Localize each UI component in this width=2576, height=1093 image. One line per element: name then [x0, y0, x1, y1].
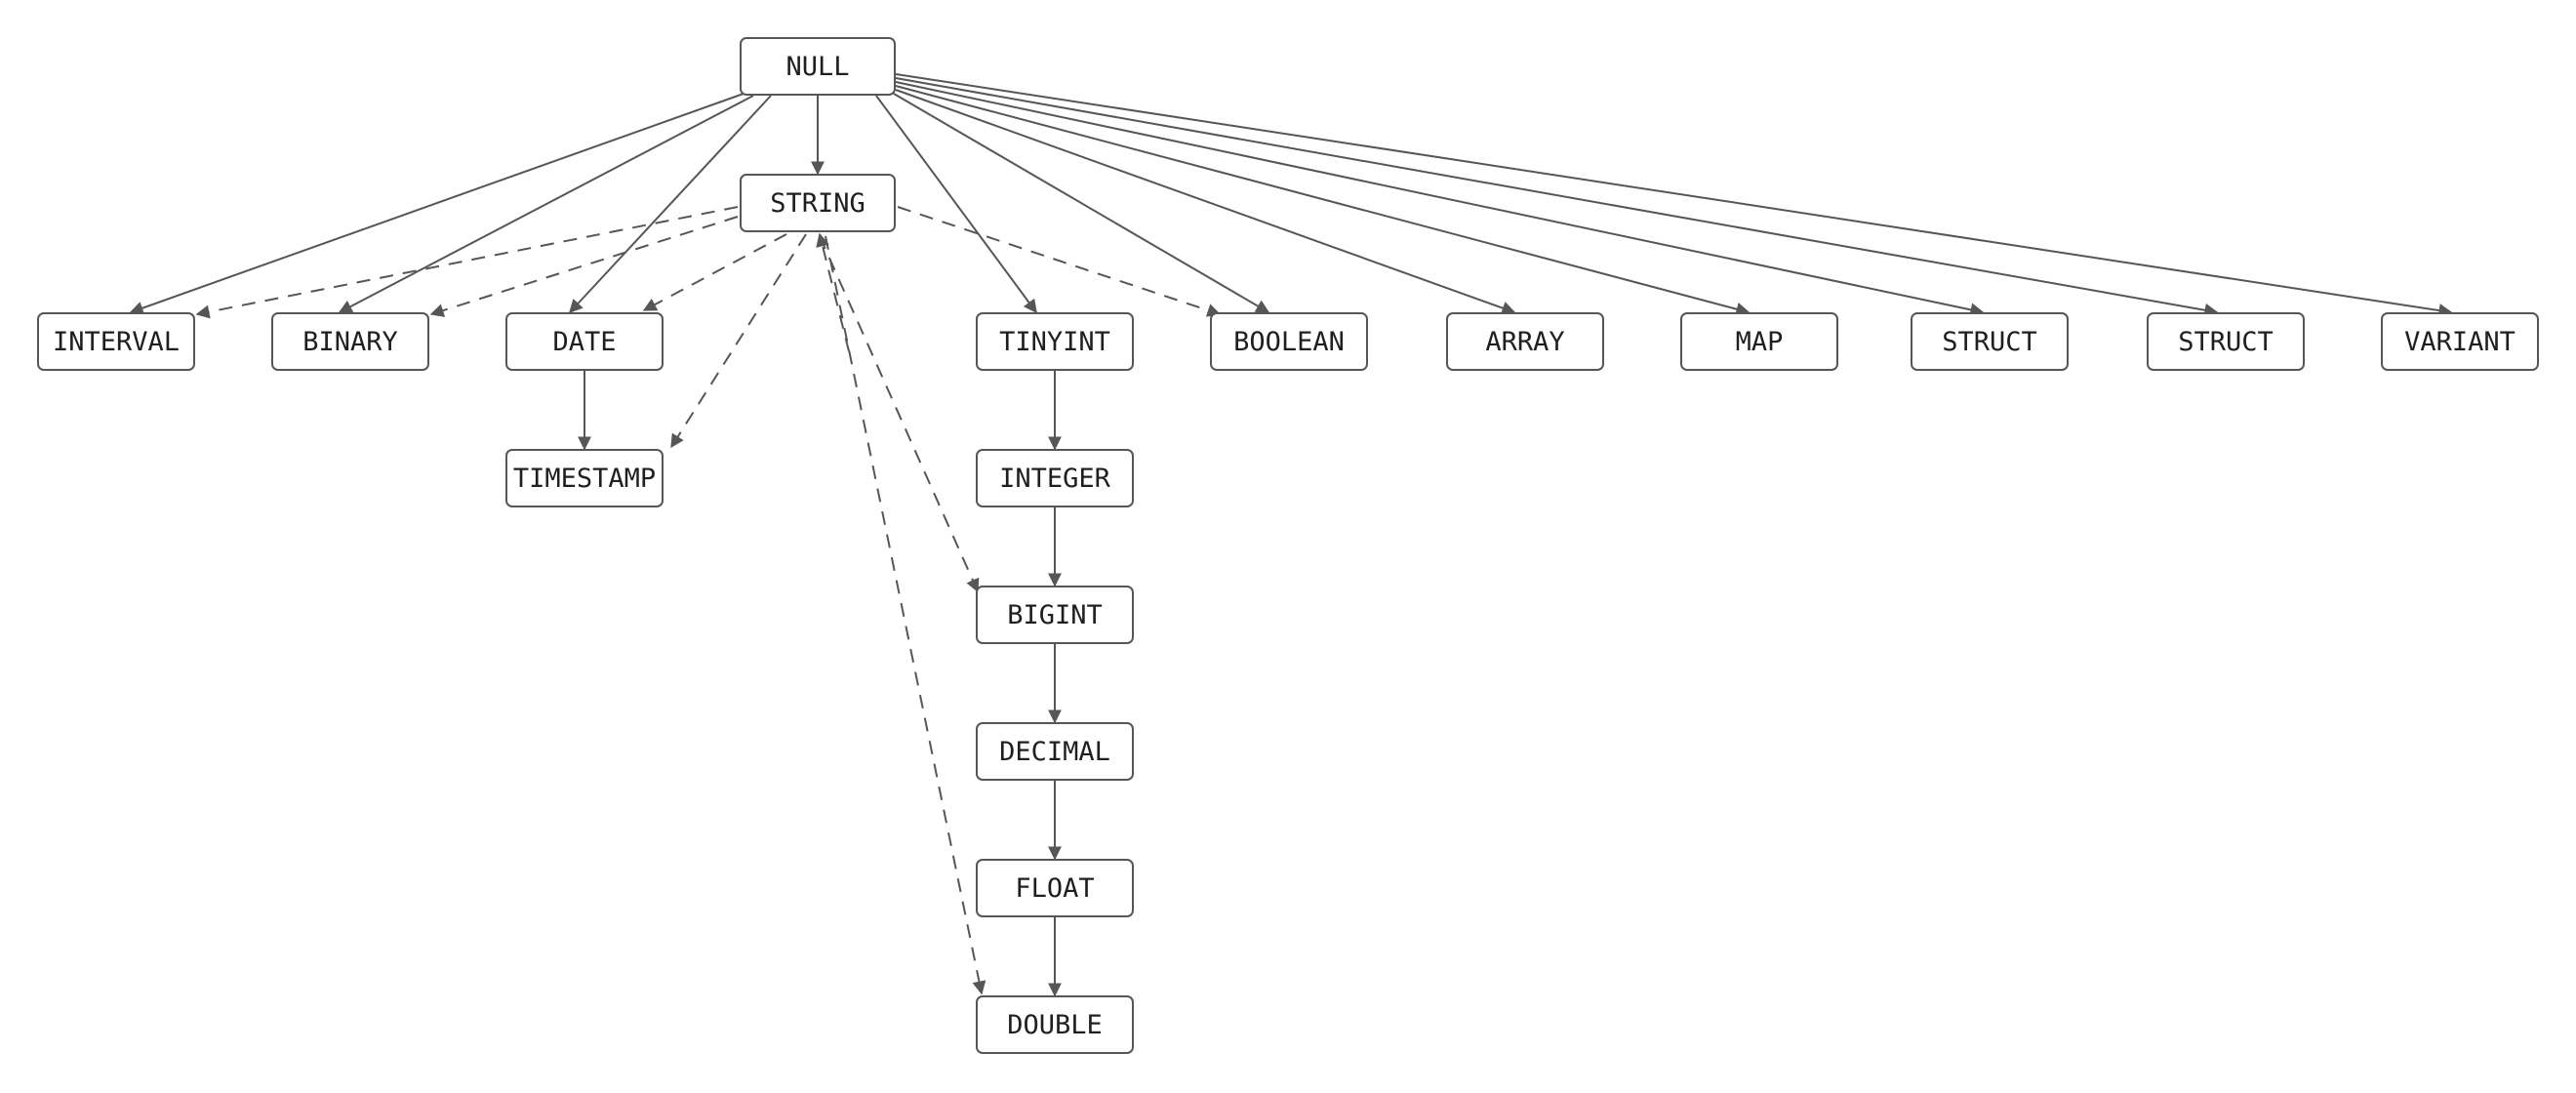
node-map[interactable]: MAP	[1680, 312, 1838, 371]
edge-null-to-tinyint	[875, 95, 1037, 314]
edge-string-to-bigint	[819, 235, 980, 593]
node-label: VARIANT	[2404, 326, 2516, 357]
edges-group	[129, 73, 2453, 997]
edge-null-to-struct2	[895, 77, 2219, 317]
edge-null-to-binary	[338, 95, 754, 313]
node-date[interactable]: DATE	[505, 312, 664, 371]
node-label: BOOLEAN	[1233, 326, 1345, 357]
node-label: FLOAT	[1015, 872, 1095, 904]
node-label: BIGINT	[1007, 599, 1103, 630]
node-label: NULL	[785, 51, 850, 82]
node-label: TINYINT	[999, 326, 1110, 357]
edge-null-to-struct1	[895, 81, 1985, 317]
node-interval[interactable]: INTERVAL	[37, 312, 195, 371]
node-label: BINARY	[302, 326, 398, 357]
node-label: STRUCT	[1942, 326, 2037, 357]
node-double[interactable]: DOUBLE	[976, 995, 1134, 1054]
node-label: STRING	[770, 187, 865, 219]
node-label: STRUCT	[2178, 326, 2274, 357]
node-struct1[interactable]: STRUCT	[1911, 312, 2069, 371]
edge-string-to-interval	[195, 206, 739, 319]
node-binary[interactable]: BINARY	[271, 312, 429, 371]
node-label: DOUBLE	[1007, 1009, 1103, 1040]
node-integer[interactable]: INTEGER	[976, 449, 1134, 507]
node-boolean[interactable]: BOOLEAN	[1210, 312, 1368, 371]
node-label: MAP	[1735, 326, 1784, 357]
edge-string-to-binary	[429, 216, 739, 317]
node-label: TIMESTAMP	[512, 463, 657, 494]
node-bigint[interactable]: BIGINT	[976, 586, 1134, 644]
edge-string-to-boolean	[897, 206, 1222, 317]
edge-null-to-map	[895, 85, 1751, 316]
node-label: ARRAY	[1485, 326, 1565, 357]
node-timestamp[interactable]: TIMESTAMP	[505, 449, 664, 507]
node-label: DECIMAL	[999, 736, 1110, 767]
edge-string-to-timestamp	[670, 233, 807, 449]
node-label: INTEGER	[999, 463, 1110, 494]
edge-null-to-interval	[129, 93, 745, 315]
node-label: DATE	[552, 326, 617, 357]
node-float[interactable]: FLOAT	[976, 859, 1134, 917]
node-struct2[interactable]: STRUCT	[2147, 312, 2305, 371]
edge-null-to-array	[895, 89, 1516, 315]
node-label: INTERVAL	[52, 326, 181, 357]
node-decimal[interactable]: DECIMAL	[976, 722, 1134, 781]
edge-string-to-double	[825, 235, 986, 995]
node-array[interactable]: ARRAY	[1446, 312, 1604, 371]
node-null[interactable]: NULL	[740, 37, 896, 96]
edge-string-to-date	[642, 233, 787, 311]
node-variant[interactable]: VARIANT	[2381, 312, 2539, 371]
node-string[interactable]: STRING	[740, 174, 896, 232]
edge-null-to-variant	[895, 73, 2453, 318]
node-tinyint[interactable]: TINYINT	[976, 312, 1134, 371]
edge-null-to-boolean	[893, 93, 1270, 313]
edge-implicit-source-to-string	[816, 232, 850, 352]
